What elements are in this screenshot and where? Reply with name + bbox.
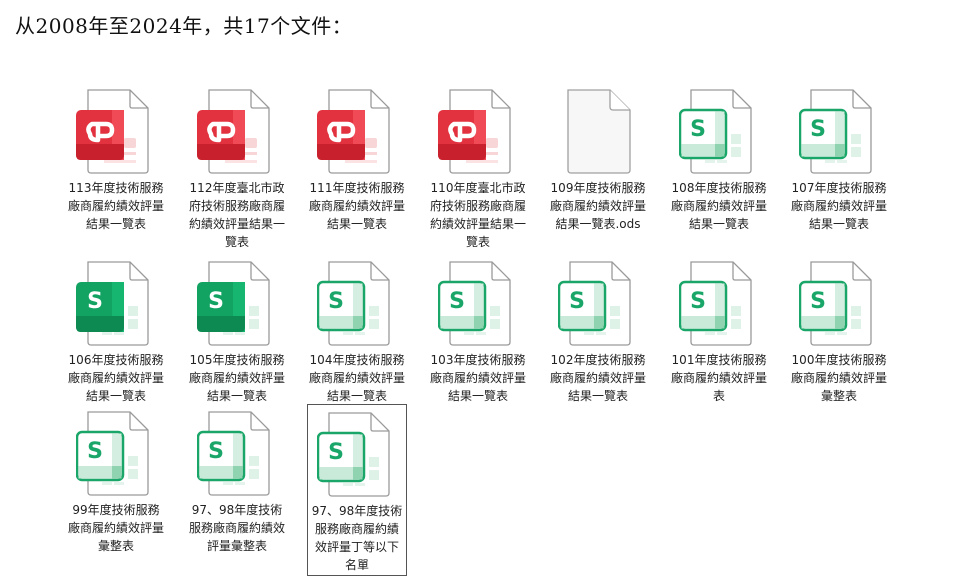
svg-text:S: S xyxy=(328,440,344,465)
file-name: 112年度臺北市政府技術服務廠商履約績效評量結果一覽表 xyxy=(189,181,286,249)
file-item[interactable]: 111年度技術服務廠商履約績效評量結果一覽表 xyxy=(307,86,407,233)
pdf-icon xyxy=(76,86,156,176)
spreadsheet-outline-icon: S xyxy=(799,258,879,348)
svg-text:S: S xyxy=(87,289,103,314)
file-name: 105年度技術服務廠商履約績效評量結果一覽表 xyxy=(189,353,286,403)
svg-text:S: S xyxy=(810,289,826,314)
file-item[interactable]: 112年度臺北市政府技術服務廠商履約績效評量結果一覽表 xyxy=(187,86,287,251)
file-item[interactable]: S 101年度技術服務廠商履約績效評量表 xyxy=(669,258,769,405)
file-item[interactable]: 109年度技術服務廠商履約績效評量結果一覽表.ods xyxy=(548,86,648,233)
file-item[interactable]: S 100年度技術服務廠商履約績效評量彙整表 xyxy=(789,258,889,405)
spreadsheet-outline-icon: S xyxy=(558,258,638,348)
spreadsheet-outline-icon: S xyxy=(317,409,397,499)
spreadsheet-outline-icon: S xyxy=(438,258,518,348)
pdf-icon xyxy=(317,86,397,176)
svg-text:S: S xyxy=(810,117,826,142)
file-name: 109年度技術服務廠商履約績效評量結果一覽表.ods xyxy=(550,181,647,231)
pdf-icon xyxy=(438,86,518,176)
svg-text:S: S xyxy=(208,289,224,314)
file-name: 101年度技術服務廠商履約績效評量表 xyxy=(671,353,768,403)
svg-text:S: S xyxy=(208,439,224,464)
file-name: 100年度技術服務廠商履約績效評量彙整表 xyxy=(791,353,888,403)
file-item[interactable]: S 99年度技術服務廠商履約績效評量彙整表 xyxy=(66,408,166,555)
file-item[interactable]: S 105年度技術服務廠商履約績效評量結果一覽表 xyxy=(187,258,287,405)
file-item[interactable]: S 107年度技術服務廠商履約績效評量結果一覽表 xyxy=(789,86,889,233)
svg-text:S: S xyxy=(569,289,585,314)
blank-file-icon xyxy=(558,86,638,176)
file-item[interactable]: S 106年度技術服務廠商履約績效評量結果一覽表 xyxy=(66,258,166,405)
file-name: 99年度技術服務廠商履約績效評量彙整表 xyxy=(68,503,165,553)
file-name: 102年度技術服務廠商履約績效評量結果一覽表 xyxy=(550,353,647,403)
svg-text:S: S xyxy=(449,289,465,314)
file-item[interactable]: S 103年度技術服務廠商履約績效評量結果一覽表 xyxy=(428,258,528,405)
file-name: 97、98年度技術服務廠商履約績效評量丁等以下名單 xyxy=(311,504,403,572)
file-name: 97、98年度技術服務廠商履約績效評量彙整表 xyxy=(189,503,286,553)
spreadsheet-solid-icon: S xyxy=(76,258,156,348)
file-item[interactable]: 113年度技術服務廠商履約績效評量結果一覽表 xyxy=(66,86,166,233)
svg-text:S: S xyxy=(690,117,706,142)
file-item[interactable]: S 102年度技術服務廠商履約績效評量結果一覽表 xyxy=(548,258,648,405)
file-name: 107年度技術服務廠商履約績效評量結果一覽表 xyxy=(791,181,888,231)
file-name: 103年度技術服務廠商履約績效評量結果一覽表 xyxy=(430,353,527,403)
spreadsheet-outline-icon: S xyxy=(317,258,397,348)
file-item[interactable]: S 97、98年度技術服務廠商履約績效評量丁等以下名單 xyxy=(307,404,407,576)
spreadsheet-outline-icon: S xyxy=(197,408,277,498)
spreadsheet-outline-icon: S xyxy=(799,86,879,176)
file-item[interactable]: S 108年度技術服務廠商履約績效評量結果一覽表 xyxy=(669,86,769,233)
file-item[interactable]: S 104年度技術服務廠商履約績效評量結果一覽表 xyxy=(307,258,407,405)
spreadsheet-solid-icon: S xyxy=(197,258,277,348)
svg-text:S: S xyxy=(87,439,103,464)
file-name: 113年度技術服務廠商履約績效評量結果一覽表 xyxy=(68,181,165,231)
file-name: 106年度技術服務廠商履約績效評量結果一覽表 xyxy=(68,353,165,403)
svg-text:S: S xyxy=(328,289,344,314)
spreadsheet-outline-icon: S xyxy=(679,86,759,176)
file-item[interactable]: 110年度臺北市政府技術服務廠商履約績效評量結果一覽表 xyxy=(428,86,528,251)
file-name: 104年度技術服務廠商履約績效評量結果一覽表 xyxy=(309,353,406,403)
file-name: 111年度技術服務廠商履約績效評量結果一覽表 xyxy=(309,181,406,231)
file-name: 108年度技術服務廠商履約績效評量結果一覽表 xyxy=(671,181,768,231)
file-name: 110年度臺北市政府技術服務廠商履約績效評量結果一覽表 xyxy=(430,181,527,249)
file-item[interactable]: S 97、98年度技術服務廠商履約績效評量彙整表 xyxy=(187,408,287,555)
pdf-icon xyxy=(197,86,277,176)
spreadsheet-outline-icon: S xyxy=(679,258,759,348)
spreadsheet-outline-icon: S xyxy=(76,408,156,498)
page-title: 从2008年至2024年，共17个文件： xyxy=(15,14,353,38)
svg-text:S: S xyxy=(690,289,706,314)
